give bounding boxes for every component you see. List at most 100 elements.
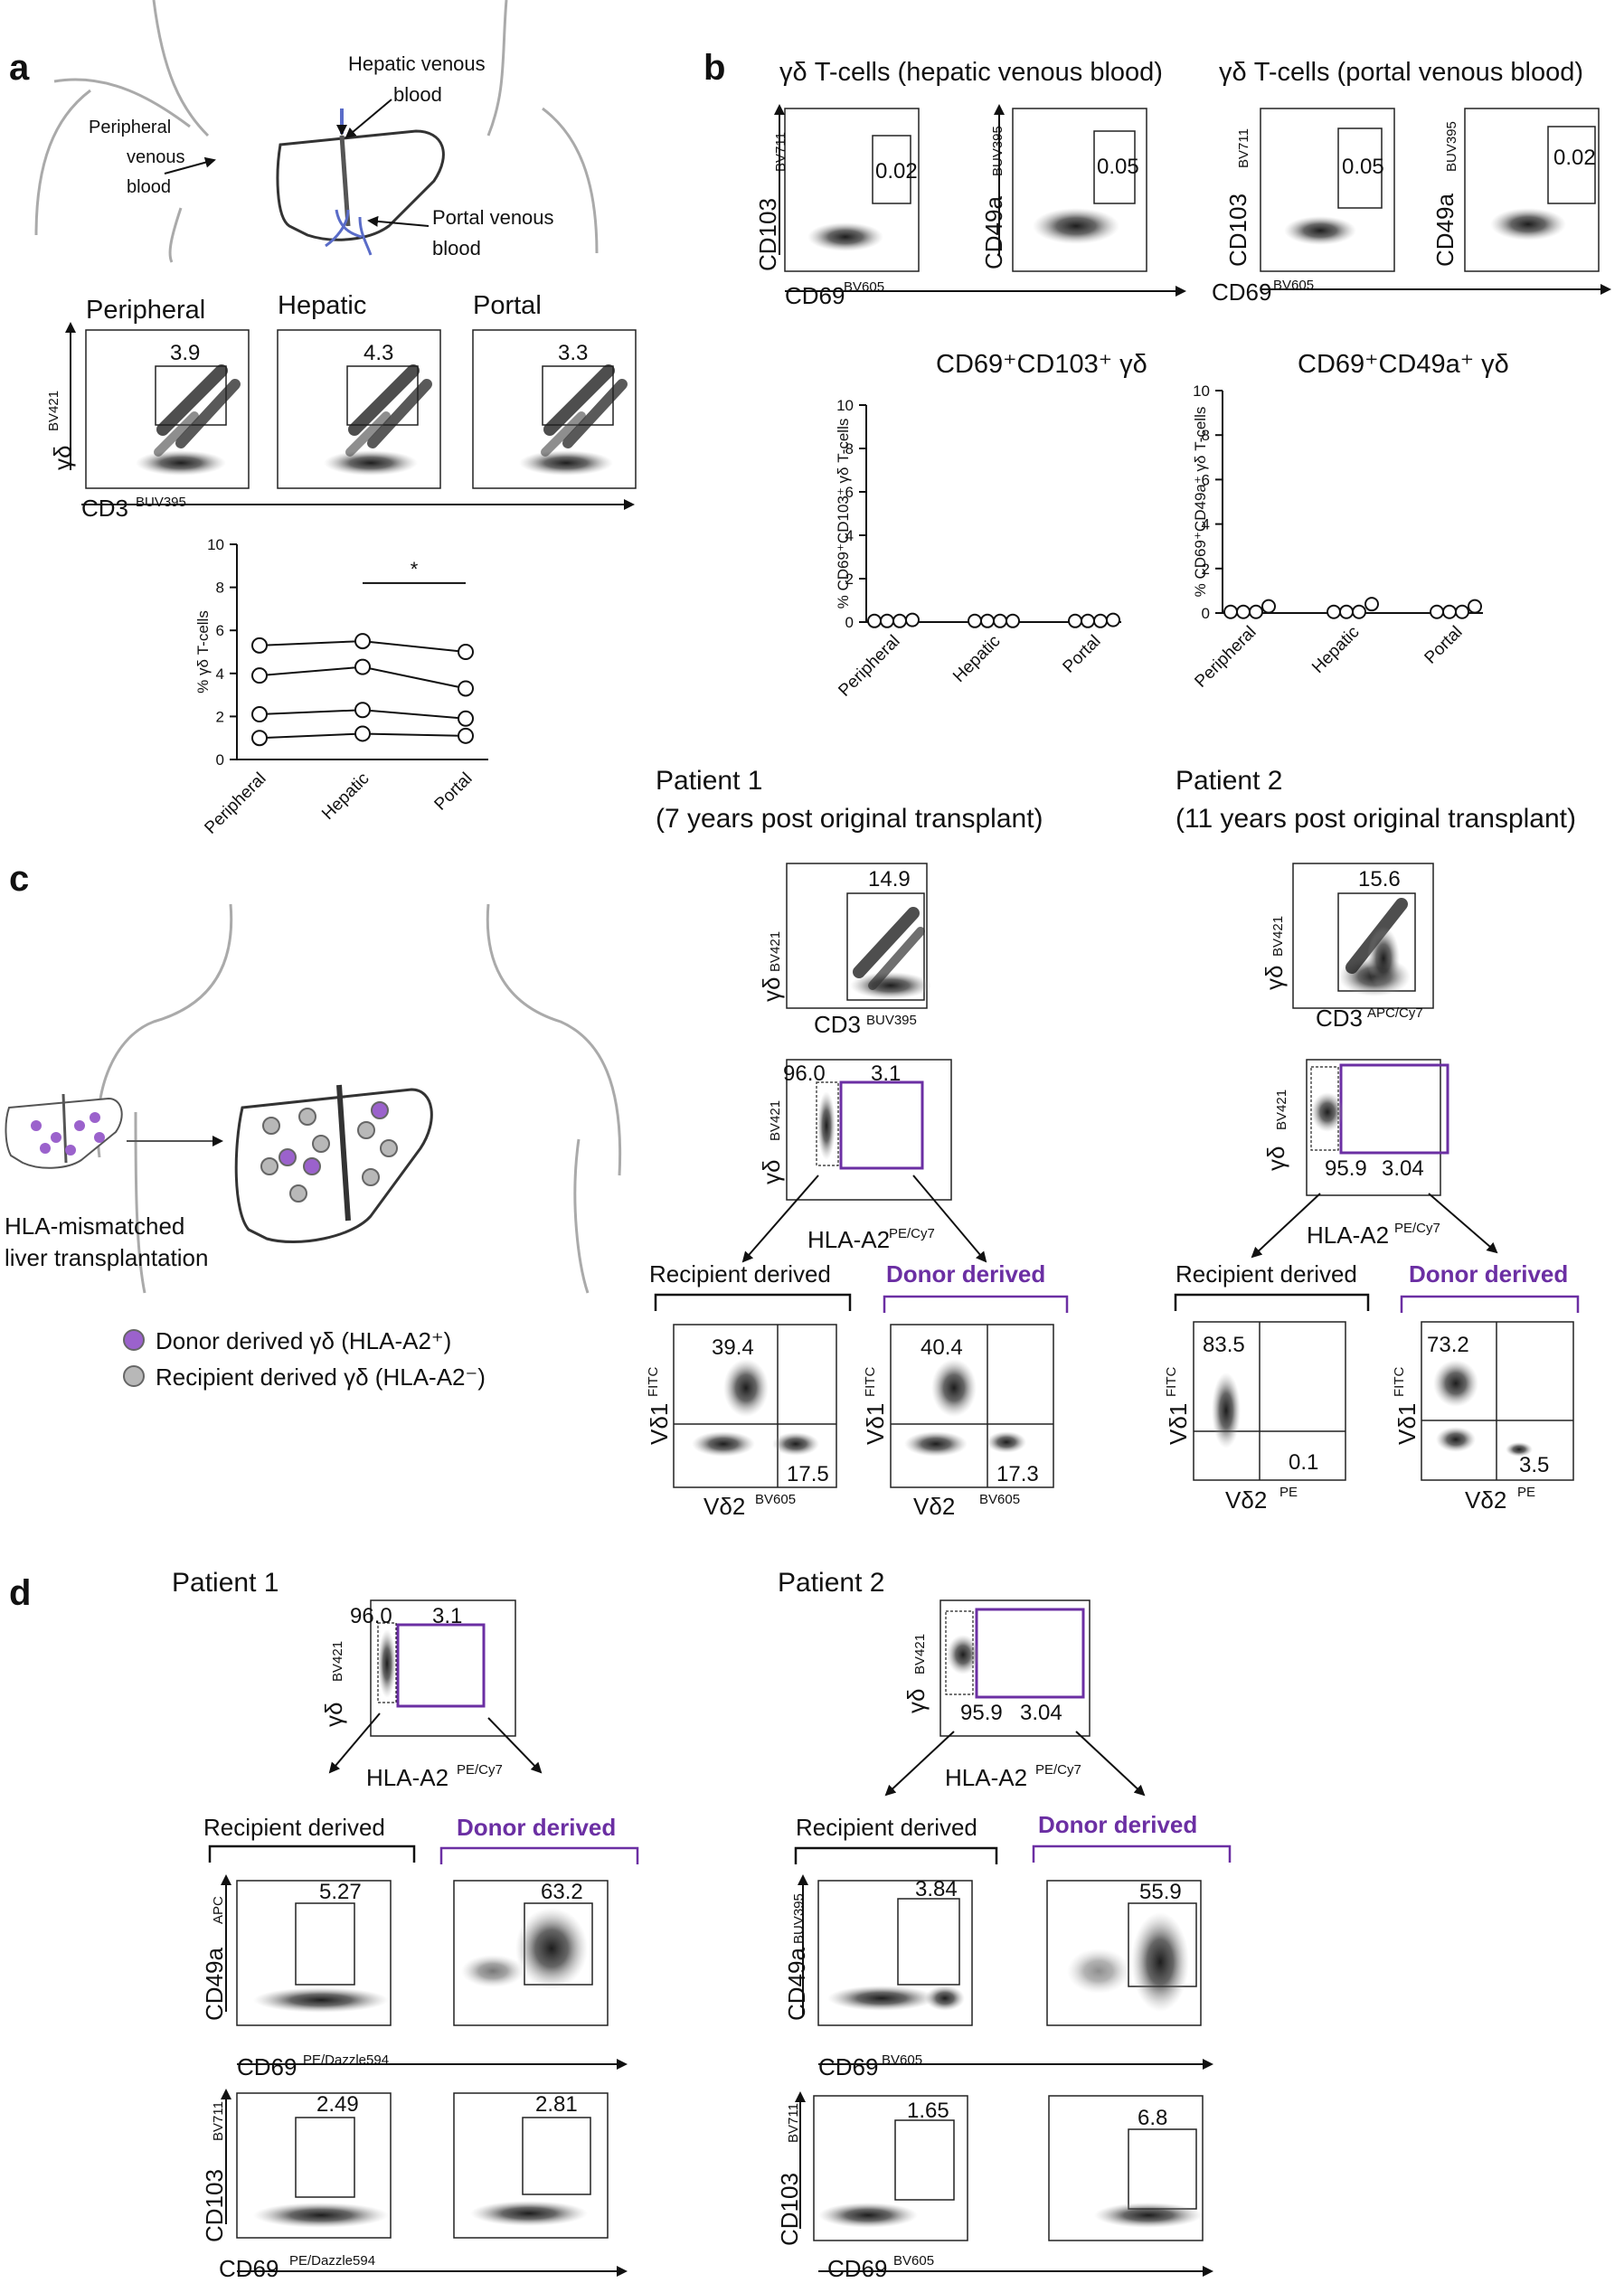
b-population-2 [1033, 208, 1119, 244]
chart0-point [458, 644, 474, 660]
body-shoulders-a [34, 89, 599, 254]
label-portal-2: blood [432, 237, 481, 259]
d-p2-cd49a-sup: BUV395 [791, 1893, 807, 1944]
c-p1-arrow-rec [741, 1175, 819, 1263]
recipient-liver-cells [260, 1101, 398, 1203]
population-peripheral [136, 364, 241, 476]
legend-recipient-dot [123, 1365, 145, 1387]
chart0-point [354, 725, 371, 742]
d-p2-recipient-label: Recipient derived [796, 1814, 977, 1841]
population-hepatic [324, 364, 432, 476]
d-p1-cd49a-label: CD49a [201, 1948, 228, 2021]
chart2-point [1339, 604, 1354, 619]
d-p2-val-2: 55.9 [1139, 1880, 1182, 1904]
recipient-liver [234, 1088, 433, 1244]
chart2-ytick-label: 0 [1202, 605, 1210, 622]
d-p1-donor-label: Donor derived [457, 1814, 616, 1841]
c-p1-don-vd1-sup: FITC [863, 1367, 878, 1397]
b-plot-3 [1260, 108, 1395, 272]
c-p2-hla-label: HLA-A2 [1307, 1222, 1389, 1249]
facs-value-hepatic: 4.3 [364, 341, 393, 365]
d-p1-cd69-label-1: CD69 [237, 2053, 297, 2080]
panel-letter-c: c [9, 859, 29, 899]
c-p1-hla-label: HLA-A2 [807, 1226, 890, 1253]
c-p2-split-neg: 95.9 [1325, 1156, 1367, 1181]
arrow-hepatic [345, 99, 392, 139]
x-axis-sup-a: BUV395 [136, 495, 186, 510]
c-patient2-facs: 15.6 γδ BV421 CD3 APC/Cy7 95.9 3.04 γδ B… [1164, 863, 1580, 1514]
d-p1-split-pos: 3.1 [432, 1604, 462, 1628]
c-p2-don-vd1: Vδ1 [1393, 1403, 1421, 1445]
d-patient1-facs: 96.0 3.1 γδ BV421 HLA-A2 PE/Cy7 Recipien… [201, 1599, 639, 2282]
b-plot-4 [1464, 108, 1600, 272]
chart0-ytick-label: 2 [216, 708, 224, 725]
legend-donor-dot [123, 1329, 145, 1351]
chart2-xtick-label: Hepatic [1308, 623, 1363, 677]
portal-veins [325, 209, 373, 256]
label-peripheral-2: venous [127, 147, 185, 167]
d-p1-recipient-bracket [208, 1844, 416, 1863]
chart2-ytick-label: 8 [1202, 427, 1210, 444]
c-p1-cd3-label: CD3 [814, 1011, 861, 1038]
d-p2-cd69-label-2: CD69 [827, 2255, 887, 2282]
legend-donor-text: Donor derived γδ (HLA-A2⁺) [156, 1327, 451, 1354]
c-p1-hla-ysup: BV421 [768, 1100, 783, 1141]
b-gate-1 [872, 135, 911, 204]
c-p1-rec-q1: 39.4 [712, 1335, 754, 1360]
b-chart2-title: CD69⁺CD49a⁺ γδ [1298, 350, 1509, 379]
chart0-sig-star: * [411, 558, 419, 580]
c-p1-arrow-don [912, 1175, 987, 1263]
c-p2-rec-vd1-sup: FITC [1164, 1367, 1179, 1397]
c-p2-rec-vd1: Vδ1 [1165, 1403, 1192, 1445]
b-x-sup-1: BV605 [844, 279, 884, 295]
c-p1-rec-q2: 17.5 [787, 1462, 829, 1486]
b-gate-value-3: 0.05 [1342, 155, 1384, 179]
arrow-portal [367, 215, 430, 227]
chart1-point [867, 613, 882, 628]
chart1-point [1081, 613, 1095, 628]
c-patient1-title: Patient 1 [656, 766, 762, 796]
b-population-3 [1284, 216, 1356, 245]
b-x-label-1: CD69 [785, 282, 845, 309]
b-y-sup-3: BV711 [1236, 128, 1251, 168]
c-p1-don-vd1: Vδ1 [862, 1403, 889, 1445]
d-p1-recipient-label: Recipient derived [203, 1814, 385, 1841]
chart0-point [251, 667, 268, 684]
c-p2-gd-ylabel: γδ [1260, 966, 1288, 990]
d-p1-hla-sup: PE/Cy7 [457, 1762, 503, 1778]
b-gate-4 [1547, 126, 1596, 204]
c-patient1-subtitle: (7 years post original transplant) [656, 804, 1043, 834]
c-p2-rec-quad-plot [1193, 1321, 1346, 1481]
chart2-point [1455, 604, 1469, 619]
chart1-ytick-label: 10 [836, 397, 854, 414]
c-patient2-subtitle: (11 years post original transplant) [1176, 804, 1576, 834]
b-y-label-4: CD49a [1431, 193, 1459, 267]
c-p1-hla-pos-gate [839, 1080, 924, 1170]
chart1-point [1093, 613, 1108, 628]
chart1-point [968, 613, 982, 628]
b-title-portal: γδ T-cells (portal venous blood) [1219, 58, 1583, 87]
body-torso-c [134, 1111, 590, 1294]
c-p1-gd-gate [846, 892, 925, 1001]
b-population-4 [1490, 208, 1566, 241]
transplant-label-1: HLA-mismatched [5, 1212, 184, 1240]
c-p2-rec-q1: 83.5 [1203, 1333, 1245, 1357]
chart1-ytick-label: 4 [845, 527, 854, 544]
d-p2-val-4: 6.8 [1138, 2106, 1167, 2130]
facs-value-peripheral: 3.9 [170, 341, 200, 365]
b-gate-3 [1337, 127, 1383, 209]
b-x-sup-2: BV605 [1273, 278, 1314, 293]
c-p1-rec-vd1: Vδ1 [646, 1403, 673, 1445]
c-p2-donor-bracket [1400, 1295, 1580, 1313]
d-p1-hla-ysup: BV421 [330, 1641, 345, 1682]
c-p1-donor-bracket [883, 1295, 1069, 1313]
b-y-label-2: CD49a [980, 196, 1007, 269]
chart1-point [1006, 613, 1020, 628]
chart0-point [458, 727, 474, 744]
d-p1-val-3: 2.49 [316, 2092, 359, 2117]
c-p1-rec-vd1-sup: FITC [646, 1367, 661, 1397]
chart2-ytick-label: 10 [1193, 382, 1210, 400]
d-p2-hla-label: HLA-A2 [945, 1764, 1027, 1791]
d-p1-split-neg: 96.0 [350, 1604, 392, 1628]
